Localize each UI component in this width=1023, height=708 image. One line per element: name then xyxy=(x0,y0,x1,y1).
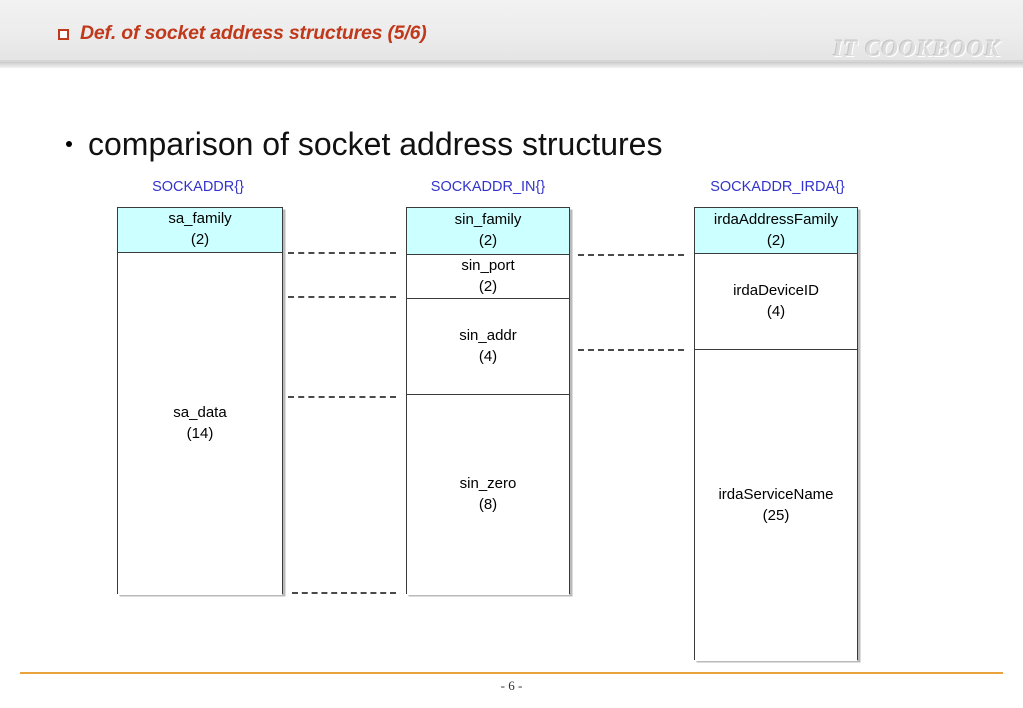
main-heading-text: comparison of socket address structures xyxy=(88,126,663,162)
struct-column-label: SOCKADDR_IRDA{} xyxy=(710,179,845,195)
page-title: Def. of socket address structures (5/6) xyxy=(80,22,427,44)
header-rule-edge xyxy=(0,60,1023,62)
struct-field-name: sin_port xyxy=(461,256,515,274)
struct-connector-line xyxy=(288,396,396,398)
struct-field-size: (2) xyxy=(766,231,786,249)
struct-field: sin_port (2) xyxy=(407,255,569,299)
struct-column-label: SOCKADDR_IN{} xyxy=(430,179,546,195)
square-bullet-icon xyxy=(58,29,69,40)
struct-connector-line xyxy=(288,252,396,254)
struct-field: sa_data (14) xyxy=(118,253,282,595)
struct-connector-line xyxy=(578,349,684,351)
struct-field: irdaServiceName (25) xyxy=(695,350,857,661)
struct-field-name: sa_data xyxy=(173,404,227,422)
struct-field-name: sa_family xyxy=(168,210,232,228)
struct-field-size: (4) xyxy=(766,302,786,320)
struct-field: sin_addr (4) xyxy=(407,299,569,395)
struct-field: sa_family (2) xyxy=(118,208,282,253)
header-rule xyxy=(0,62,1023,68)
struct-box: irdaAddressFamily (2) irdaDeviceID (4) irdaS… xyxy=(694,207,858,661)
struct-connector-line xyxy=(578,254,684,256)
struct-field-size: (2) xyxy=(478,277,498,295)
struct-field: irdaAddressFamily (2) xyxy=(695,208,857,254)
struct-field-name: irdaDeviceID xyxy=(733,281,819,299)
footer-divider xyxy=(20,672,1003,674)
struct-field-name: sin_addr xyxy=(459,326,517,344)
struct-field: sin_family (2) xyxy=(407,208,569,255)
struct-field-name: sin_zero xyxy=(459,475,517,493)
struct-field: irdaDeviceID (4) xyxy=(695,254,857,350)
struct-field-size: (25) xyxy=(762,506,790,524)
struct-field-name: irdaAddressFamily xyxy=(713,210,839,228)
slide-header xyxy=(0,0,1023,62)
struct-field-size: (14) xyxy=(186,425,214,442)
struct-field-size: (2) xyxy=(478,232,498,249)
struct-connector-line xyxy=(292,592,396,594)
brand-logo: IT COOKBOOK xyxy=(833,36,1001,61)
bullet-dot-icon xyxy=(66,141,72,147)
page-number: - 6 - xyxy=(500,678,523,693)
struct-field-size: (2) xyxy=(190,231,210,248)
struct-field: sin_zero (8) xyxy=(407,395,569,595)
struct-field-size: (8) xyxy=(478,496,498,513)
struct-field-name: irdaServiceName xyxy=(718,485,834,503)
struct-box: sin_family (2) sin_port (2) sin_addr (4) sin_z… xyxy=(406,207,570,595)
main-heading: comparison of socket address structures xyxy=(66,126,662,163)
header-title-row: Def. of socket address structures (5/6) xyxy=(58,22,427,45)
struct-column-label: SOCKADDR{} xyxy=(152,179,244,195)
struct-connector-line xyxy=(288,296,396,298)
struct-field-name: sin_family xyxy=(454,211,522,229)
struct-field-size: (4) xyxy=(478,347,498,365)
struct-box: sa_family (2) sa_data (14) xyxy=(117,207,283,595)
